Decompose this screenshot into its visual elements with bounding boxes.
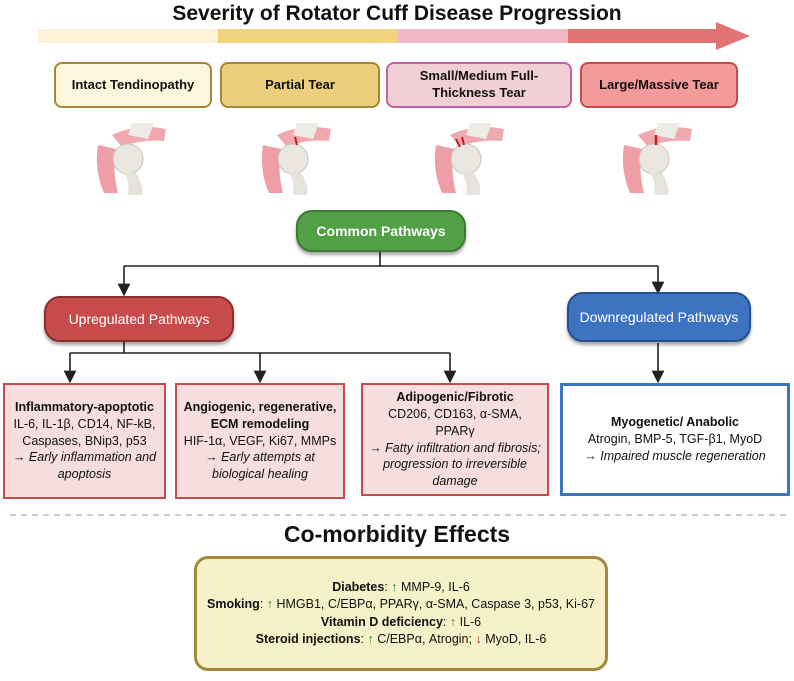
effect-text: Fatty infiltration and fibrosis; progres… xyxy=(383,440,541,489)
comorbidity-label: Smoking xyxy=(207,597,260,611)
card-angiogenic-regenerative: Angiogenic, regenerative, ECM remodeling… xyxy=(175,383,345,499)
card-markers: Atrogin, BMP-5, TGF-β1, MyoD xyxy=(587,432,763,447)
effect-arrow: → xyxy=(369,440,382,455)
severity-arrowhead xyxy=(716,22,750,50)
shoulder-massive-tear-icon xyxy=(622,123,692,195)
upregulated-pathways-node: Upregulated Pathways xyxy=(44,296,234,342)
card-effect: → Impaired muscle regeneration xyxy=(569,448,781,465)
card-effect: → Early inflammation and apoptosis xyxy=(11,449,158,483)
comorbidity-markers: C/EBPα, Atrogin; xyxy=(377,632,472,646)
card-markers: IL-6, IL-1β, CD14, NF-kB, Caspases, BNip… xyxy=(13,416,156,448)
severity-segment-3 xyxy=(398,29,568,43)
severity-arrow xyxy=(38,22,750,50)
effect-text: Early attempts at biological healing xyxy=(212,450,315,482)
card-title: Angiogenic, regenerative, ECM remodeling xyxy=(183,399,337,431)
stage-large-massive-tear: Large/Massive Tear xyxy=(580,62,738,108)
up-arrow-icon: ↑ xyxy=(367,632,374,646)
comorbidity-smoking: Smoking: ↑ HMGB1, C/EBPα, PPARγ, α-SMA, … xyxy=(207,597,595,611)
card-inflammatory-apoptotic: Inflammatory-apoptotic IL-6, IL-1β, CD14… xyxy=(3,383,166,499)
downregulated-pathways-node: Downregulated Pathways xyxy=(567,292,751,342)
comorbidity-markers: HMGB1, C/EBPα, PPARγ, α-SMA, Caspase 3, … xyxy=(276,597,595,611)
effect-arrow: → xyxy=(205,450,218,465)
effect-arrow: → xyxy=(12,450,26,465)
card-markers: HIF-1α, VEGF, Ki67, MMPs xyxy=(183,433,337,448)
card-title: Adipogenic/Fibrotic xyxy=(396,389,514,404)
stage-label: Intact Tendinopathy xyxy=(71,76,195,92)
card-myogenetic-anabolic: Myogenetic/ Anabolic Atrogin, BMP-5, TGF… xyxy=(560,383,790,496)
severity-segment-1 xyxy=(38,29,218,43)
shoulder-partial-tear-icon xyxy=(261,123,331,195)
card-adipogenic-fibrotic: Adipogenic/Fibrotic CD206, CD163, α-SMA,… xyxy=(361,383,549,496)
up-arrow-icon: ↑ xyxy=(391,579,398,594)
effect-text: Early inflammation and apoptosis xyxy=(28,450,157,482)
card-title: Myogenetic/ Anabolic xyxy=(610,415,740,430)
comorbidity-title: Co-morbidity Effects xyxy=(283,521,511,547)
comorbidity-label: Vitamin D deficiency xyxy=(320,614,443,629)
comorbidity-markers: IL-6 xyxy=(459,614,482,629)
diagram-title: Severity of Rotator Cuff Disease Progres… xyxy=(172,2,622,25)
card-markers: CD206, CD163, α-SMA, PPARγ xyxy=(388,406,522,438)
stage-intact-tendinopathy: Intact Tendinopathy xyxy=(54,62,212,108)
comorbidity-vitamin-d: Vitamin D deficiency: ↑ IL-6 xyxy=(320,614,482,629)
comorbidity-markers: MyoD, IL-6 xyxy=(485,632,547,646)
stage-label: Partial Tear xyxy=(265,76,335,92)
shoulder-medium-tear-icon xyxy=(434,123,504,195)
common-pathways-node: Common Pathways xyxy=(296,210,466,252)
stage-partial-tear: Partial Tear xyxy=(220,62,380,108)
connector-lines xyxy=(10,252,790,516)
card-effect: → Early attempts at biological healing xyxy=(183,449,337,483)
severity-segment-4 xyxy=(568,29,718,43)
effect-text: Impaired muscle regeneration xyxy=(600,448,766,463)
comorbidity-box: Diabetes: ↑ MMP-9, IL-6 Smoking: ↑ HMGB1… xyxy=(194,556,608,671)
up-arrow-icon: ↑ xyxy=(266,597,273,611)
downregulated-pathways-label: Downregulated Pathways xyxy=(579,308,739,325)
comorbidity-steroid: Steroid injections: ↑ C/EBPα, Atrogin; ↓… xyxy=(255,632,547,646)
common-pathways-label: Common Pathways xyxy=(316,222,446,239)
card-title: Inflammatory-apoptotic xyxy=(15,399,154,414)
comorbidity-label: Diabetes xyxy=(332,579,385,594)
effect-arrow: → xyxy=(584,448,597,463)
shoulder-intact-icon xyxy=(96,123,166,195)
stage-small-medium-tear: Small/Medium Full-Thickness Tear xyxy=(386,62,572,108)
stage-label: Small/Medium Full-Thickness Tear xyxy=(419,68,539,100)
card-effect: → Fatty infiltration and fibrosis; progr… xyxy=(369,440,541,491)
comorbidity-label: Steroid injections xyxy=(255,632,361,646)
severity-segment-2 xyxy=(218,29,398,43)
comorbidity-diabetes: Diabetes: ↑ MMP-9, IL-6 xyxy=(332,579,470,594)
comorbidity-markers: MMP-9, IL-6 xyxy=(401,579,470,594)
stage-label: Large/Massive Tear xyxy=(599,76,719,92)
down-arrow-icon: ↓ xyxy=(475,632,482,646)
upregulated-pathways-label: Upregulated Pathways xyxy=(68,310,210,327)
up-arrow-icon: ↑ xyxy=(449,614,457,629)
